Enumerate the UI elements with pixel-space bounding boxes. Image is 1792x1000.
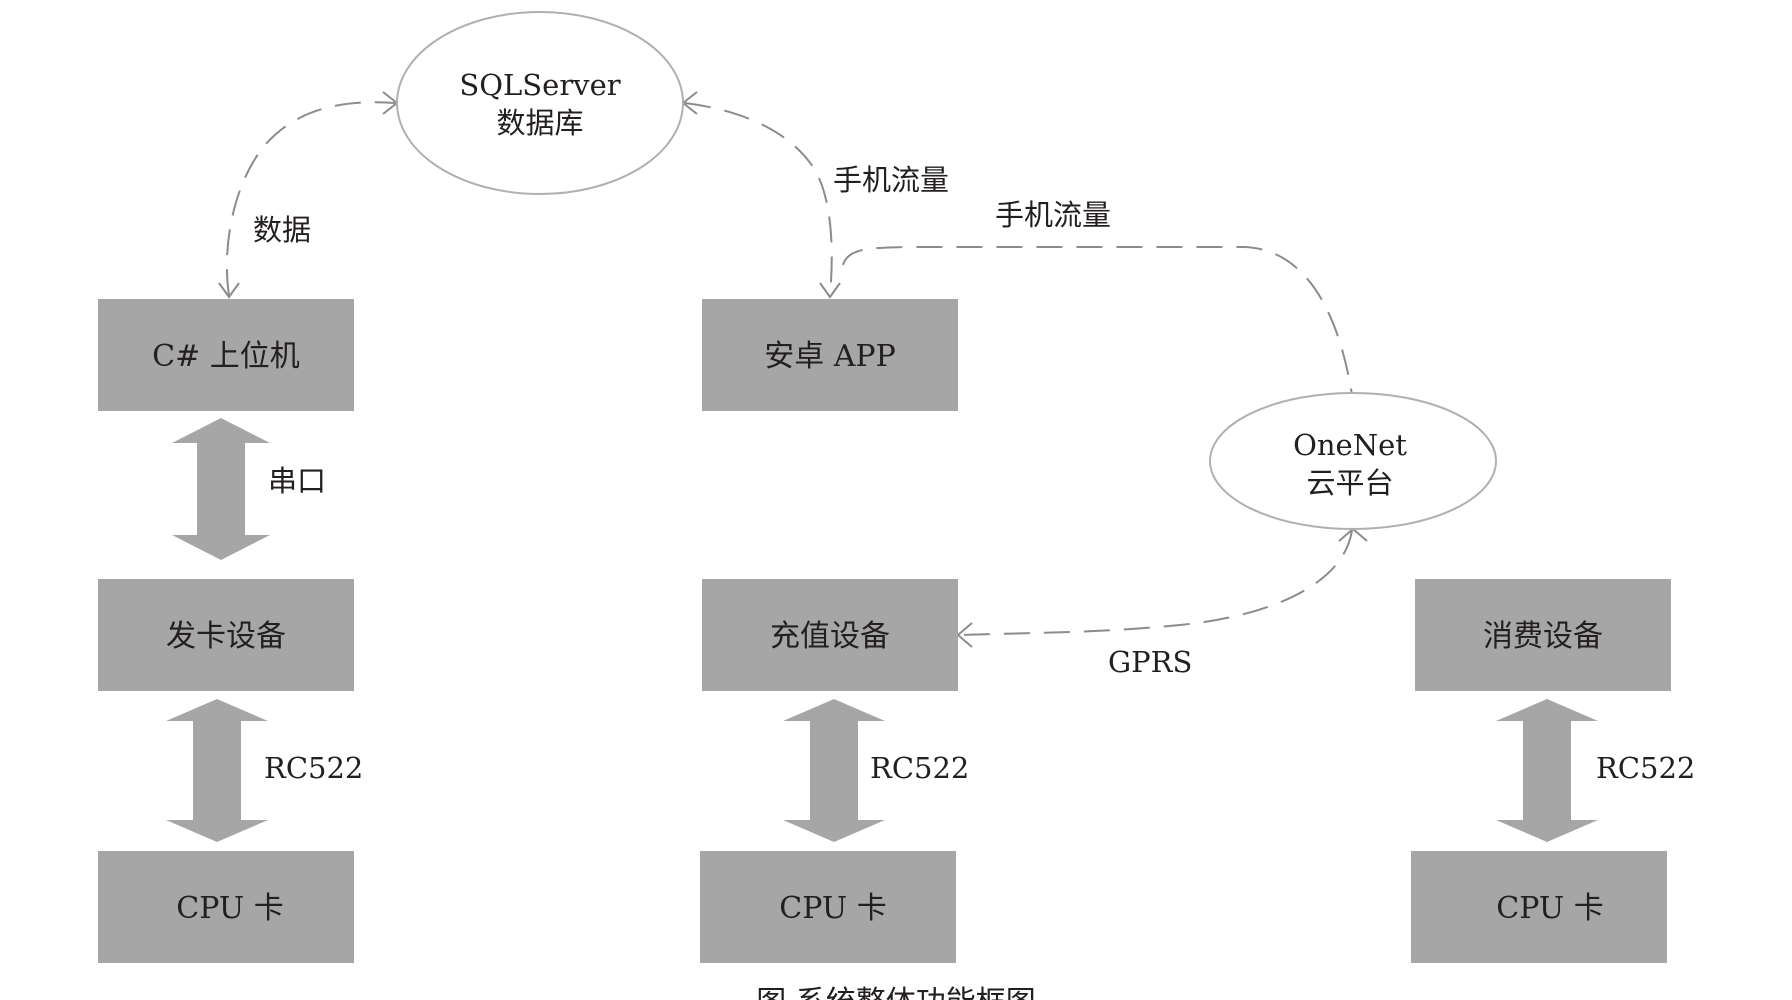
consume-device-label: 消费设备 — [1483, 619, 1603, 654]
double-arrow-consume-card — [1496, 699, 1598, 842]
label-consume-card: RC522 — [1596, 751, 1695, 785]
label-app-db: 手机流量 — [833, 163, 949, 197]
link-app-cloud — [842, 246, 1353, 396]
double-arrow-host-issuer — [172, 418, 270, 560]
figure-caption: 图 系统整体功能框图 — [756, 985, 1036, 1000]
recharge-device-label: 充值设备 — [770, 619, 890, 654]
arrow-into-cloud-bottom — [1338, 527, 1368, 542]
link-app-db — [684, 102, 833, 296]
cloud-line1: OneNet — [1293, 428, 1407, 462]
double-arrow-issuer-card — [166, 699, 268, 842]
link-host-db — [225, 101, 396, 296]
cpu-card-box-1: CPU 卡 — [98, 851, 354, 963]
label-cloud-recharge: GPRS — [1108, 645, 1192, 679]
android-app-label: 安卓 APP — [764, 339, 896, 374]
double-arrow-recharge-card — [783, 699, 885, 842]
cloud-node: OneNet 云平台 — [1209, 392, 1497, 530]
label-host-db: 数据 — [253, 213, 311, 247]
recharge-device-box: 充值设备 — [702, 579, 958, 691]
label-app-cloud: 手机流量 — [995, 198, 1111, 232]
database-node: SQLServer 数据库 — [396, 11, 684, 195]
cloud-line2: 云平台 — [1306, 466, 1393, 500]
cpu-card-label-1: CPU 卡 — [176, 891, 283, 926]
cpu-card-label-3: CPU 卡 — [1496, 891, 1603, 926]
cpu-card-box-3: CPU 卡 — [1411, 851, 1667, 963]
arrow-into-host — [218, 282, 240, 299]
link-cloud-recharge — [957, 529, 1353, 636]
card-issuer-box: 发卡设备 — [98, 579, 354, 691]
label-host-issuer: 串口 — [268, 464, 326, 498]
host-pc-box: C# 上位机 — [98, 299, 354, 411]
android-app-box: 安卓 APP — [702, 299, 958, 411]
cpu-card-box-2: CPU 卡 — [700, 851, 956, 963]
host-pc-label: C# 上位机 — [152, 339, 300, 374]
consume-device-box: 消费设备 — [1415, 579, 1671, 691]
label-recharge-card: RC522 — [870, 751, 969, 785]
database-line2: 数据库 — [496, 106, 583, 140]
arrow-into-app — [819, 282, 841, 299]
cpu-card-label-2: CPU 卡 — [779, 891, 886, 926]
card-issuer-label: 发卡设备 — [166, 619, 286, 654]
label-issuer-card: RC522 — [264, 751, 363, 785]
database-line1: SQLServer — [459, 68, 620, 102]
